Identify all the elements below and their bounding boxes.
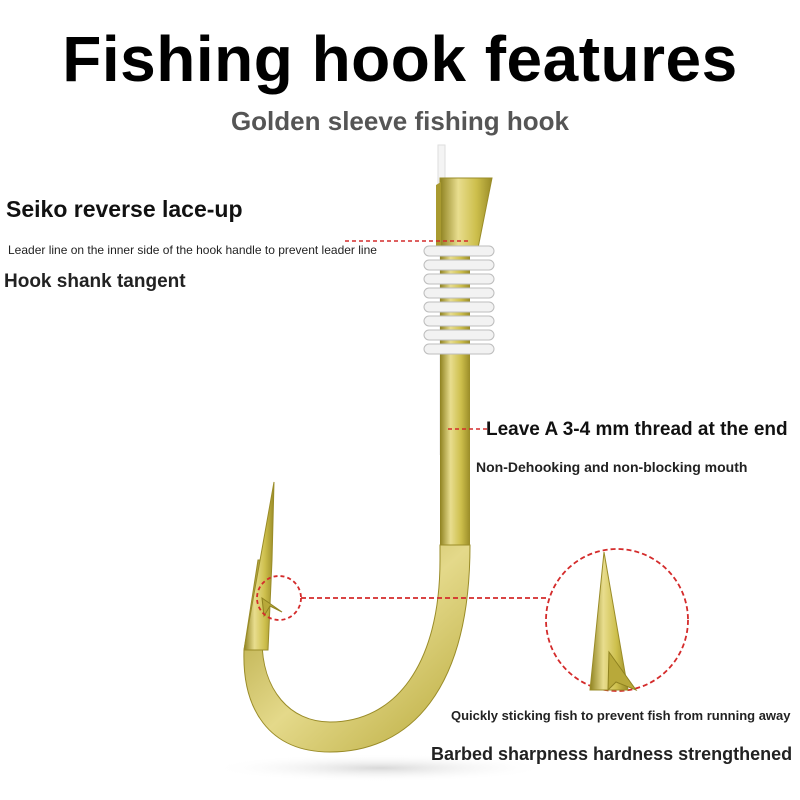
annotation-leader: Leader line on the inner side of the hoo… [8, 243, 377, 257]
thread-wraps [423, 245, 495, 355]
annotation-shank: Hook shank tangent [4, 271, 186, 292]
annotation-barbed: Barbed sharpness hardness strengthened [431, 744, 793, 764]
barb-zoom-circle [545, 548, 689, 692]
annotation-non-dehooking: Non-Dehooking and non-blocking mouth [476, 459, 748, 475]
page-subtitle: Golden sleeve fishing hook [230, 106, 570, 136]
hook-shank [440, 250, 470, 550]
annotation-quick: Quickly sticking fish to prevent fish fr… [451, 708, 791, 723]
hook-shadow [210, 754, 550, 782]
page-title: Fishing hook features [62, 23, 738, 95]
hook-spade-edge [436, 182, 441, 250]
barb-zoom-detail [589, 551, 638, 692]
hook-point [243, 481, 275, 651]
annotation-leave: Leave A 3-4 mm thread at the end [486, 419, 788, 440]
annotation-seiko: Seiko reverse lace-up [6, 196, 243, 222]
hook-barb [261, 596, 283, 618]
